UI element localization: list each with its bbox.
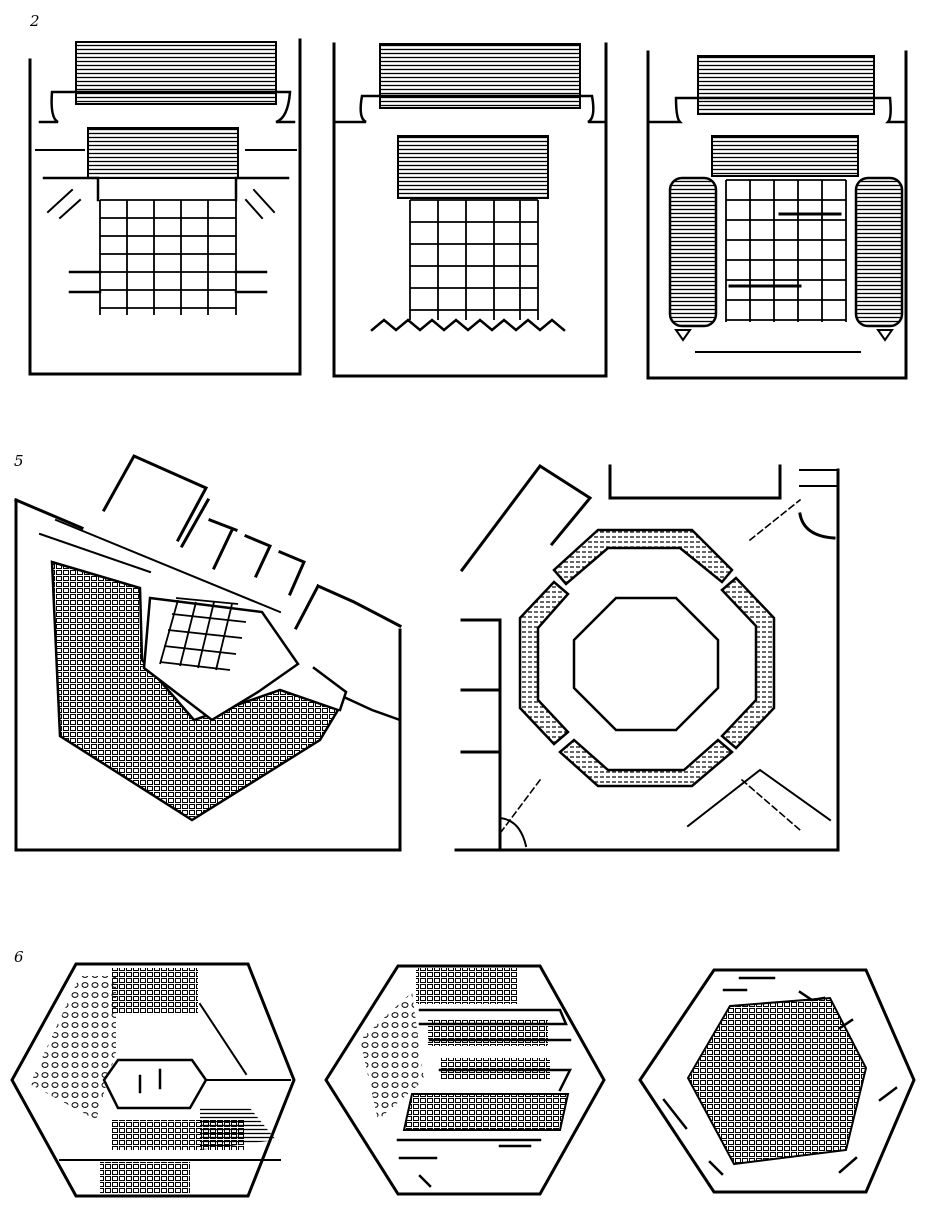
plan-hexagon-1 (10, 962, 296, 1198)
row-marker-b: 5 (14, 452, 24, 470)
plan-angled-hall (14, 454, 403, 852)
plan-hexagon-3 (638, 968, 916, 1194)
row-marker-a: 2 (30, 12, 40, 30)
row-marker-c: 6 (14, 948, 24, 966)
plan-rect-3 (646, 50, 908, 380)
plan-rect-1 (28, 38, 302, 376)
plan-hexagon-2 (324, 964, 606, 1196)
plan-rect-2 (332, 42, 608, 378)
plan-octagonal-hall (454, 463, 840, 852)
